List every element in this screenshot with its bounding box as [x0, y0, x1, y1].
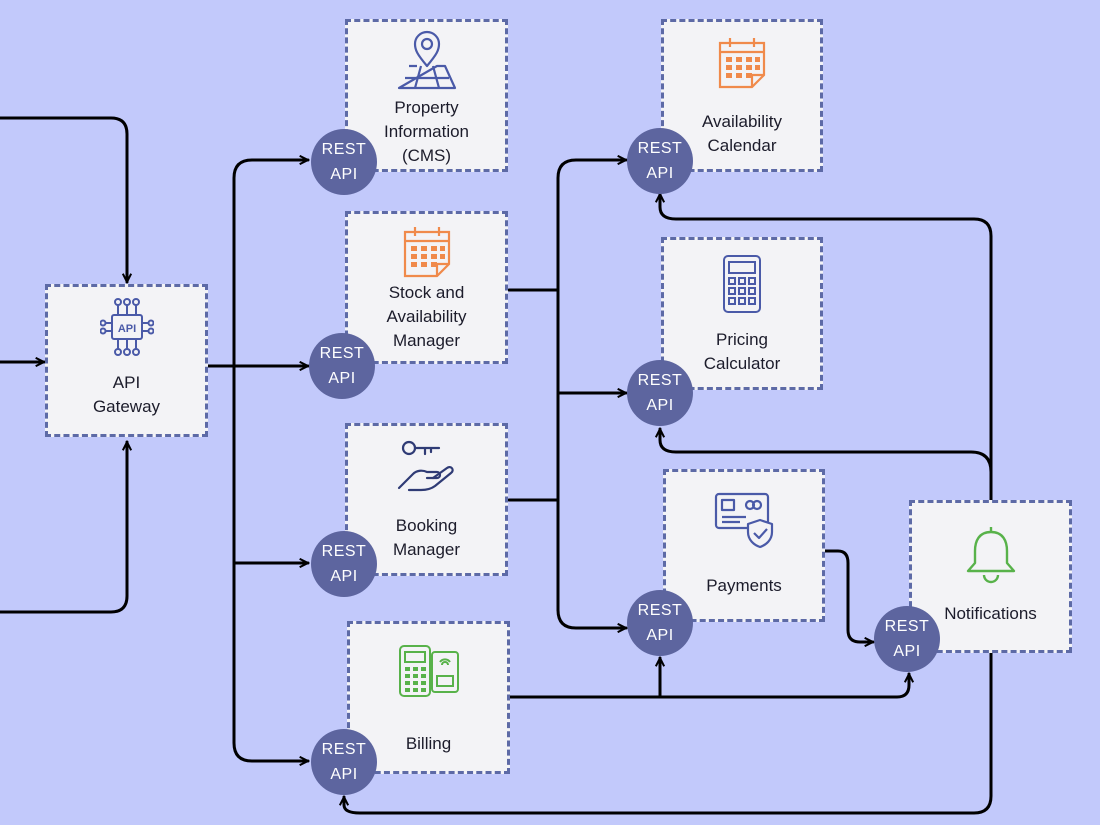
- edge-notifications-to-calendar: [660, 192, 993, 502]
- billing-label: Billing: [405, 734, 452, 753]
- edge-gateway-to-booking: [232, 364, 310, 563]
- edge-bottom-to-gateway: [0, 440, 127, 614]
- edge-payments-to-notifications: [823, 549, 875, 642]
- edge-top-to-gateway: [0, 116, 127, 284]
- rest-api-badge-billing: REST API: [311, 729, 377, 795]
- rest-api-badge-pricing: REST API: [627, 360, 693, 426]
- booking-manager-node[interactable]: Booking Manager: [345, 423, 508, 576]
- rest-api-badge-booking: REST API: [311, 531, 377, 597]
- edge-bus-to-calendar: [556, 160, 628, 612]
- edge-gateway-trunk: [232, 160, 310, 368]
- stock-availability-label: Stock and Availability Manager: [386, 283, 467, 350]
- stock-availability-node[interactable]: Stock and Availability Manager: [345, 211, 508, 364]
- card-terminal-icon: [398, 645, 459, 697]
- pricing-calculator-node[interactable]: Pricing Calculator: [661, 237, 823, 390]
- rest-api-badge-calendar: REST API: [627, 128, 693, 194]
- svg-text:API: API: [117, 323, 135, 335]
- rest-api-badge-stock: REST API: [309, 333, 375, 399]
- api-gateway-label: API Gateway: [92, 373, 161, 416]
- edge-notifications-to-pricing: [660, 427, 993, 474]
- edge-billing-to-payments: [507, 656, 660, 699]
- pricing-calculator-label: Pricing Calculator: [703, 330, 781, 373]
- api-gateway-node[interactable]: API API Gateway: [45, 284, 208, 437]
- property-info-label: Property Information (CMS): [383, 98, 470, 165]
- calendar-icon: [403, 227, 450, 278]
- calendar-icon: [718, 38, 766, 89]
- rest-api-badge-notifications: REST API: [874, 606, 940, 672]
- payments-node[interactable]: Payments: [663, 469, 825, 622]
- payments-label: Payments: [706, 576, 782, 595]
- edge-billing-to-notifications: [658, 672, 909, 699]
- notifications-label: Notifications: [944, 604, 1037, 623]
- map-pin-icon: [397, 30, 456, 90]
- availability-calendar-label: Availability Calendar: [701, 112, 782, 155]
- rest-api-badge-payments: REST API: [627, 590, 693, 656]
- rest-api-badge-property: REST API: [311, 129, 377, 195]
- api-chip-icon: API: [99, 298, 154, 356]
- edge-gateway-to-billing: [232, 561, 310, 761]
- bell-icon: [966, 527, 1015, 584]
- calculator-icon: [723, 255, 761, 313]
- key-hand-icon: [397, 440, 454, 492]
- booking-manager-label: Booking Manager: [392, 516, 461, 559]
- edge-notifications-to-billing: [344, 650, 993, 815]
- credit-card-shield-icon: [714, 492, 774, 549]
- edge-bus-to-payments: [556, 608, 628, 628]
